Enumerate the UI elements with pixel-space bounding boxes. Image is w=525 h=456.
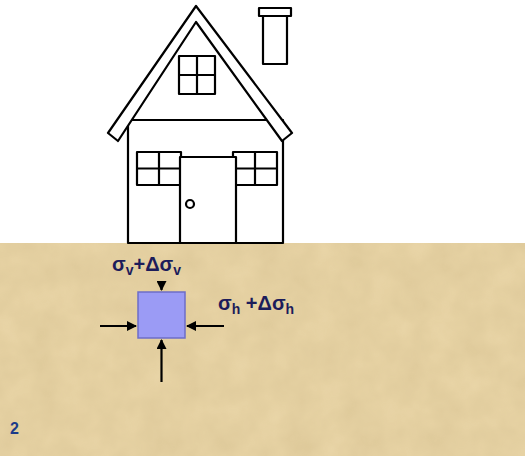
attic-window xyxy=(179,56,215,94)
horizontal-stress-arrow xyxy=(100,325,136,327)
door-knob xyxy=(186,200,194,208)
chimney-cap xyxy=(259,8,291,16)
vertical-stress-arrow xyxy=(160,340,162,382)
slide-number: 2 xyxy=(10,420,19,438)
vertical-stress-arrow xyxy=(160,282,162,290)
horizontal-stress-arrow xyxy=(187,325,224,327)
roof xyxy=(108,6,292,141)
vertical-stress-label: σv+Δσv xyxy=(112,253,181,278)
door xyxy=(180,157,236,243)
soil-texture xyxy=(0,243,525,456)
stress-arrows xyxy=(100,282,224,382)
house-wall xyxy=(128,120,283,243)
left-window xyxy=(137,152,181,185)
horizontal-stress-label: σh +Δσh xyxy=(218,292,294,317)
soil-element xyxy=(138,292,185,338)
right-window xyxy=(233,152,277,185)
chimney xyxy=(263,12,287,64)
soil-ground xyxy=(0,243,525,456)
house-drawing xyxy=(108,6,292,243)
